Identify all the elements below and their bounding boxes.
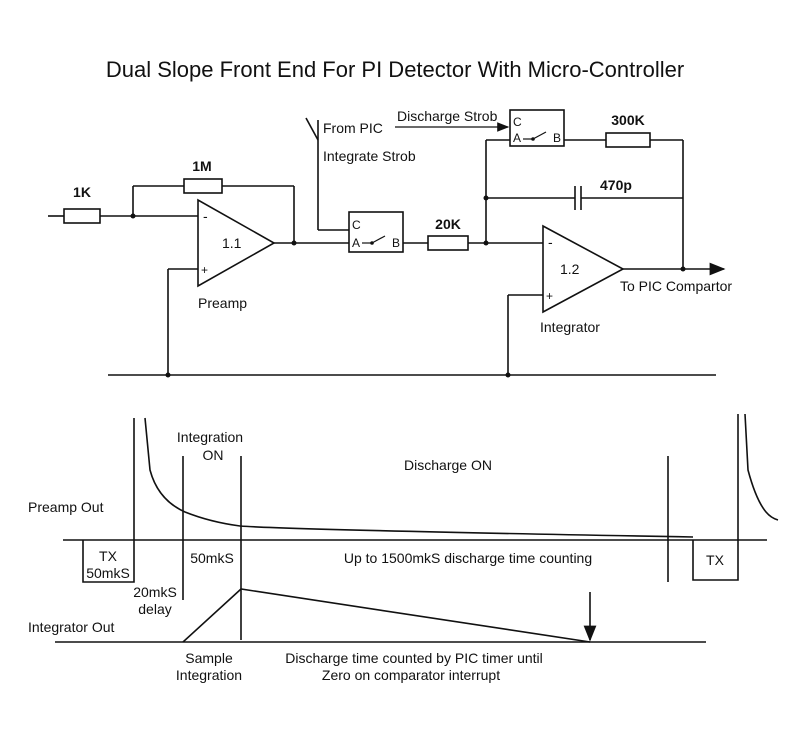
integration-window-label: 50mkS [190, 550, 234, 566]
discharge-strob-label: Discharge Strob [397, 108, 498, 124]
capacitor-470p-label: 470p [600, 177, 632, 193]
page-title: Dual Slope Front End For PI Detector Wit… [106, 57, 684, 82]
svg-text:-: - [548, 234, 553, 250]
resistor-1k-label: 1K [73, 184, 91, 200]
svg-text:50mkS: 50mkS [86, 565, 130, 581]
opamp-preamp [197, 198, 276, 288]
svg-text:B: B [553, 131, 561, 145]
resistor-300k [605, 132, 651, 148]
opamp-preamp-label: Preamp [198, 295, 247, 311]
svg-text:A: A [352, 236, 360, 250]
timing-diagram: Integration ON Discharge ON Preamp Out T… [28, 413, 779, 683]
resistor-1m [183, 178, 223, 194]
resistor-20k [427, 235, 469, 251]
discharge-counting-label: Up to 1500mkS discharge time counting [344, 550, 592, 566]
opamp-integrator-label: Integrator [540, 319, 600, 335]
preamp-out-label: Preamp Out [28, 499, 104, 515]
discharge-on-label: Discharge ON [404, 457, 492, 473]
delay-label-1: 20mkS [133, 584, 177, 600]
discharge-counted-label-2: Zero on comparator interrupt [322, 667, 500, 683]
discharge-counted-label-1: Discharge time counted by PIC timer unti… [285, 650, 543, 666]
opamp-integrator [542, 224, 625, 314]
integrator-ramp [182, 588, 591, 643]
resistor-1k [63, 208, 101, 224]
svg-text:C: C [352, 218, 361, 232]
preamp-decay-curve [144, 417, 694, 538]
integrator-out-label: Integrator Out [28, 619, 114, 635]
schematic: 1K 1M - + 1.1 Preamp From PIC Integrate … [48, 108, 732, 378]
resistor-1m-label: 1M [192, 158, 211, 174]
opamp-integrator-id: 1.2 [560, 261, 580, 277]
output-label: To PIC Compartor [620, 278, 732, 294]
tx-pulse-2 [692, 540, 739, 581]
integration-on-label-2: ON [203, 447, 224, 463]
integration-on-label-1: Integration [177, 429, 243, 445]
delay-label-2: delay [138, 601, 171, 617]
svg-text:TX: TX [99, 548, 118, 564]
sample-label-2: Integration [176, 667, 242, 683]
svg-text:B: B [392, 236, 400, 250]
svg-text:-: - [203, 208, 208, 224]
preamp-decay-curve-2 [744, 413, 779, 521]
analog-switch-integrate [348, 211, 404, 253]
svg-text:+: + [546, 289, 553, 303]
tx-pulse-1 [82, 540, 135, 583]
from-pic-label: From PIC [323, 120, 383, 136]
svg-text:A: A [513, 131, 521, 145]
svg-text:+: + [201, 263, 208, 277]
analog-switch-discharge [509, 109, 565, 147]
resistor-300k-label: 300K [611, 112, 644, 128]
sample-label-1: Sample [185, 650, 233, 666]
opamp-preamp-id: 1.1 [222, 235, 242, 251]
svg-text:C: C [513, 115, 522, 129]
integrate-strob-label: Integrate Strob [323, 148, 416, 164]
svg-text:TX: TX [706, 552, 725, 568]
resistor-20k-label: 20K [435, 216, 461, 232]
